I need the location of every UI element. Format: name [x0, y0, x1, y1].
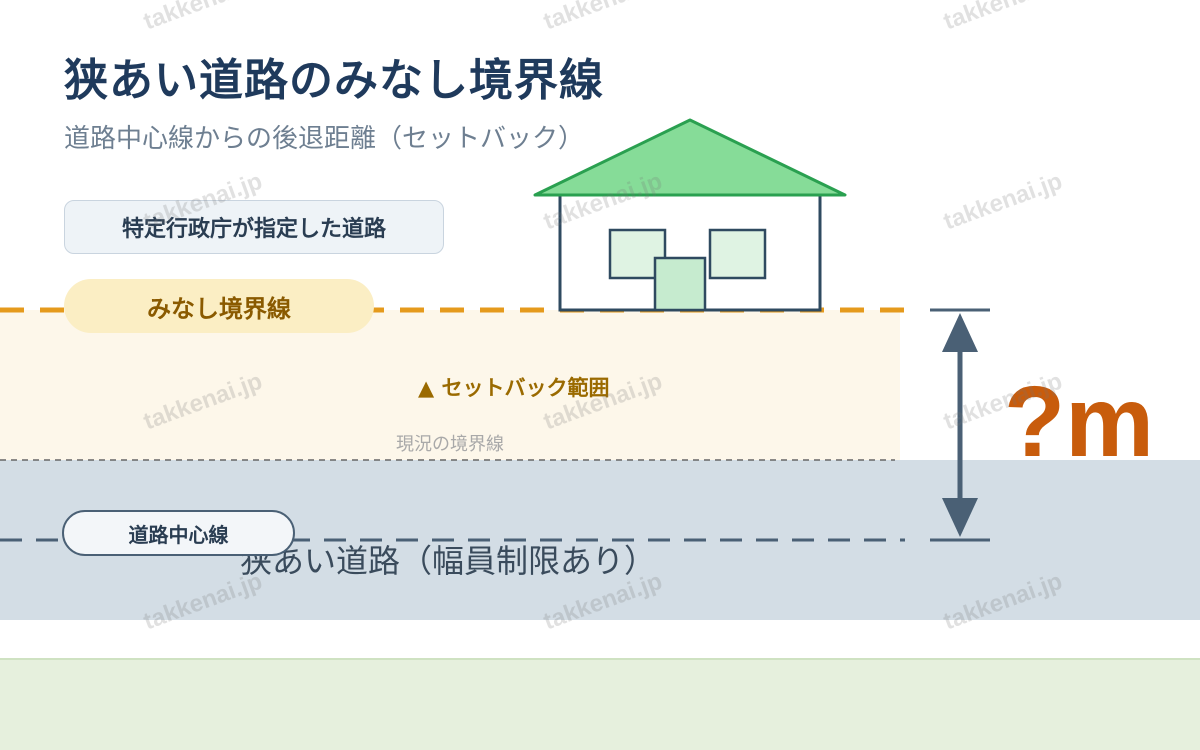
minashi-boundary-label: みなし境界線 [64, 279, 374, 333]
setback-distance-label: ?m [1004, 366, 1154, 478]
setback-area [0, 310, 900, 460]
page-title: 狭あい道路のみなし境界線 [64, 55, 604, 106]
center-line-label: 道路中心線 [62, 510, 295, 556]
house-window-right [708, 228, 767, 280]
dimension-arrow [930, 308, 990, 542]
page-subtitle: 道路中心線からの後退距離（セットバック） [64, 124, 585, 154]
dimension-arrowhead-top [942, 313, 978, 352]
dimension-arrowhead-bottom [942, 498, 978, 537]
road-label: 狭あい道路（幅員制限あり） [240, 542, 657, 580]
current-boundary-label: 現況の境界線 [396, 434, 504, 455]
house-door [653, 256, 707, 312]
road-type-badge: 特定行政庁が指定した道路 [64, 200, 444, 254]
setback-range-label: ▲ セットバック範囲 [418, 376, 610, 400]
ground-area [0, 658, 1200, 750]
house-roof [533, 118, 847, 197]
house-illustration [533, 118, 847, 312]
